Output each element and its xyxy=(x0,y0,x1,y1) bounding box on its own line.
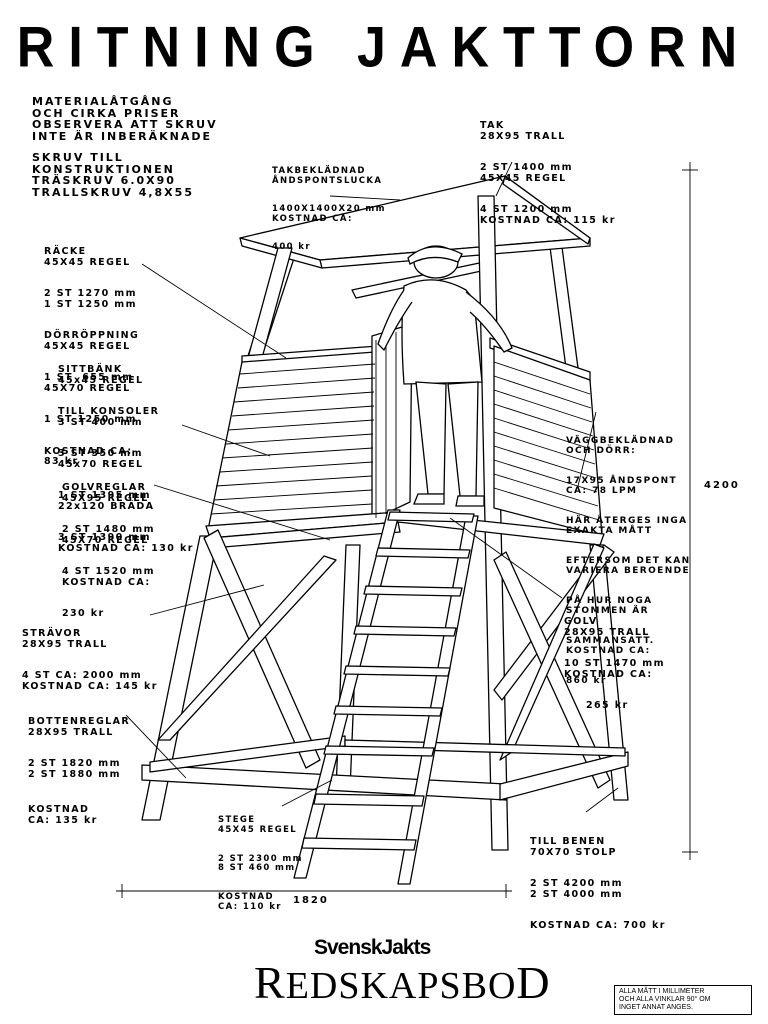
page-title: RITNING JAKTTORN xyxy=(16,16,752,80)
brand-redskapsbod: REDSKAPSBOD xyxy=(254,957,551,1008)
front-post-left xyxy=(247,247,293,359)
width-dimension: 1820 xyxy=(293,895,329,906)
brace-left-a xyxy=(203,529,321,769)
door-panel xyxy=(371,323,413,521)
material-note-line: OCH CIRKA PRISER xyxy=(32,106,181,120)
brand-svenskjakts: SvenskJakts xyxy=(314,936,431,959)
bottom-rail-side xyxy=(499,751,629,801)
units-footnote: ALLA MÅTT I MILLIMETER OCH ALLA VINKLAR … xyxy=(614,985,752,1015)
hunter-figure xyxy=(377,245,513,507)
material-note-line: INTE ÄR INBERÄKNADE xyxy=(32,129,213,143)
material-note: MATERIALÅTGÅNG OCH CIRKA PRISER OBSERVER… xyxy=(32,96,218,198)
screw-note-line: KONSTRUKTIONEN xyxy=(32,162,175,176)
screw-note-line: TRALLSKRUV 4,8X55 xyxy=(32,185,194,199)
screw-note-line: TRÄSKRUV 6.0X90 xyxy=(32,174,176,187)
roof-edge-back xyxy=(502,175,591,245)
bottom-rail-back2 xyxy=(344,739,626,757)
wall-cladding-left xyxy=(207,351,376,531)
material-note-line: MATERIALÅTGÅNG xyxy=(32,95,174,108)
height-dimension: 4200 xyxy=(704,480,740,491)
material-note-line: OBSERVERA ATT SKRUV xyxy=(32,118,218,131)
brace-right-c xyxy=(499,543,605,761)
brace-left-b xyxy=(157,555,337,741)
screw-note-line: SKRUV TILL xyxy=(32,151,124,164)
ladder-rail-right xyxy=(397,515,479,885)
back-post-right xyxy=(547,231,579,369)
